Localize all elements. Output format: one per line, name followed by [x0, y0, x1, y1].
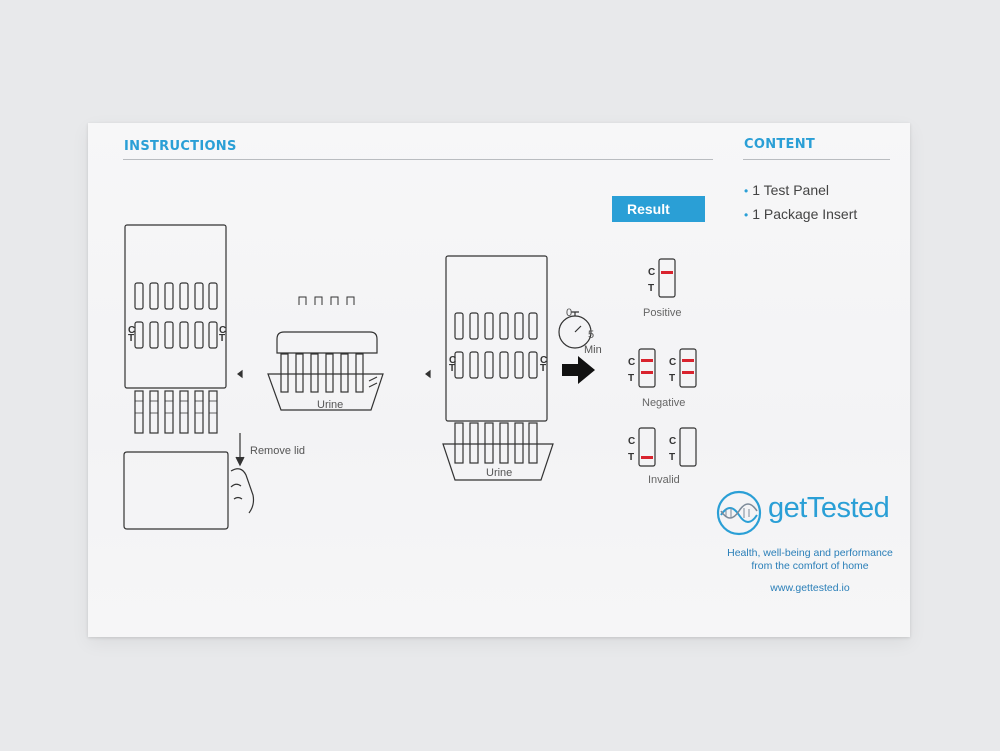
strip-marker-t: T	[540, 363, 546, 374]
strip-marker-t: T	[128, 333, 134, 344]
t-label: T	[669, 452, 675, 463]
strip-marker-c: C	[219, 325, 226, 336]
strip-marker-t: T	[219, 333, 225, 344]
bullet-icon: •	[744, 208, 749, 222]
t-label: T	[648, 283, 654, 294]
strip-marker-c: C	[128, 325, 135, 336]
t-label: T	[669, 373, 675, 384]
result-negative-strips	[638, 348, 697, 388]
test-panel-step1	[123, 224, 255, 530]
content-divider	[743, 159, 890, 160]
t-label: T	[628, 373, 634, 384]
c-label: C	[628, 357, 635, 368]
strip-marker-c: C	[449, 355, 456, 366]
result-invalid-strips	[638, 427, 697, 467]
timer-start-label: 0	[566, 307, 572, 319]
urine-label: Urine	[486, 467, 512, 479]
content-heading: CONTENT	[744, 137, 816, 152]
urine-label: Urine	[317, 399, 343, 411]
remove-lid-label: Remove lid	[250, 445, 305, 457]
content-list: •1 Test Panel •1 Package Insert	[744, 179, 857, 227]
strip-marker-t: T	[449, 363, 455, 374]
c-label: C	[648, 267, 655, 278]
instructions-heading: INSTRUCTIONS	[124, 139, 237, 154]
t-label: T	[628, 452, 634, 463]
content-item: •1 Test Panel	[744, 182, 829, 198]
c-label: C	[669, 357, 676, 368]
negative-label: Negative	[642, 397, 685, 409]
result-badge: Result	[612, 196, 705, 222]
arrow-right-icon	[237, 369, 243, 379]
bullet-icon: •	[744, 184, 749, 198]
c-label: C	[628, 436, 635, 447]
result-windows-row1	[134, 282, 218, 310]
result-positive-strip	[658, 258, 676, 298]
instructions-illustration: Remove lid Urine Urine 0 5 Min C T C T C…	[123, 224, 697, 530]
big-arrow-right-icon	[562, 356, 595, 384]
c-label: C	[669, 436, 676, 447]
timer-end-label: 5	[588, 329, 594, 341]
timer-icon	[558, 311, 592, 349]
result-windows-row2	[134, 321, 218, 349]
positive-label: Positive	[643, 307, 682, 319]
content-item: •1 Package Insert	[744, 206, 858, 222]
strips-in-cup-step2	[267, 296, 384, 411]
brand-logo-text: getTested	[768, 492, 890, 524]
result-lines	[641, 271, 694, 459]
hand	[230, 468, 255, 514]
invalid-label: Invalid	[648, 474, 680, 486]
instructions-divider	[123, 159, 713, 160]
brand-tagline: Health, well-being and performance from …	[727, 547, 893, 572]
dna-logo-icon	[716, 490, 762, 536]
strip-marker-c: C	[540, 355, 547, 366]
arrow-down-icon	[235, 433, 245, 467]
test-panel-step3	[442, 255, 554, 481]
product-box-face: INSTRUCTIONS CONTENT •1 Test Panel •1 Pa…	[88, 123, 910, 637]
brand-website: www.gettested.io	[770, 582, 850, 594]
lid	[123, 451, 229, 530]
timer-unit-label: Min	[584, 344, 602, 356]
test-strips-step1	[134, 390, 218, 434]
arrow-right-icon	[425, 369, 431, 379]
